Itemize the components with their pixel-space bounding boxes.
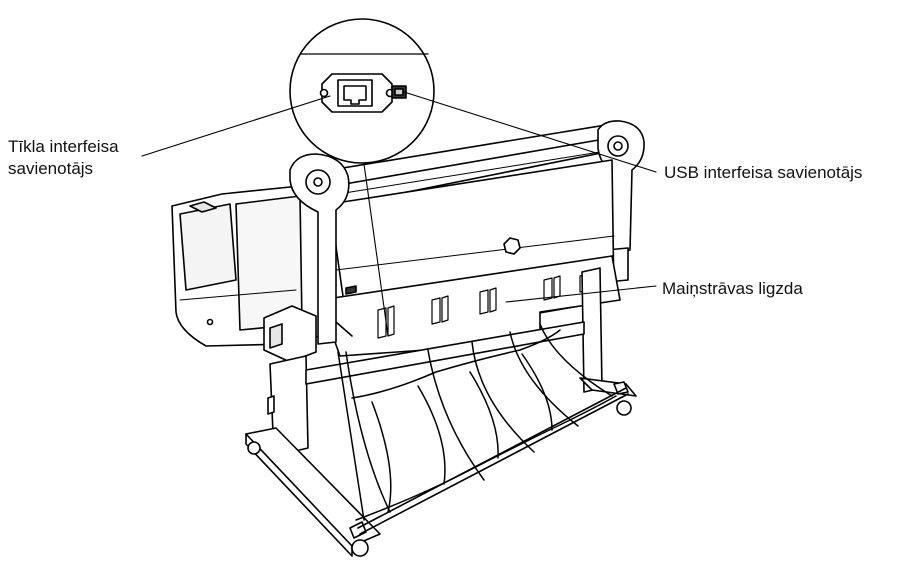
left-spindle-holder <box>289 153 350 345</box>
leader-ac <box>505 285 657 303</box>
basket-rear-bar <box>357 387 629 535</box>
usb-connector-label: USB interfeisa savienotājs <box>664 162 862 184</box>
leader-lines <box>141 91 657 337</box>
leader-network <box>141 95 331 157</box>
leader-zoom <box>363 163 389 337</box>
ac-inlet-label: Maiņstrāvas ligzda <box>662 278 803 300</box>
leader-usb <box>403 91 657 173</box>
usb-label-text: USB interfeisa savienotājs <box>664 163 863 182</box>
usb-port-zoom <box>391 85 407 99</box>
right-base-foot <box>579 377 637 416</box>
ac-label-text: Maiņstrāvas ligzda <box>662 279 803 298</box>
lower-rear-cover <box>319 255 621 357</box>
right-leg <box>581 267 603 393</box>
paper-basket <box>337 323 617 521</box>
network-label-line1: Tīkla interfeisa <box>8 137 119 156</box>
network-connector-label: Tīkla interfeisa savienotājs <box>8 136 119 180</box>
network-port-zoom <box>319 73 395 113</box>
stand-crossbar <box>305 321 585 385</box>
network-label-line2: savienotājs <box>8 159 94 178</box>
connector-zoom-circle <box>289 18 435 164</box>
